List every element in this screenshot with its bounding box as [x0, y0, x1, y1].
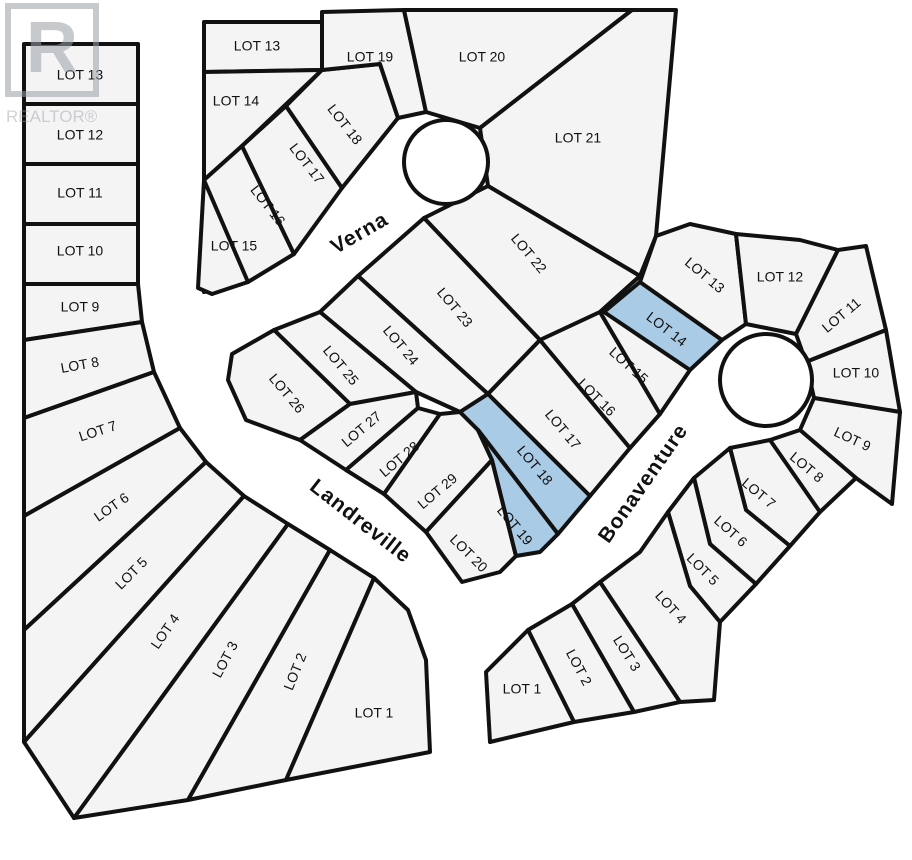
west-lot-12-label: LOT 12: [57, 127, 104, 143]
west-lot-9-label: LOT 9: [61, 299, 100, 315]
west-lot-13-label: LOT 13: [57, 67, 104, 83]
east-lot-10-label: LOT 10: [833, 365, 880, 381]
roads: [402, 118, 814, 428]
west-lot-11-label: LOT 11: [57, 185, 103, 201]
west-lot-1[interactable]: [284, 576, 432, 782]
center-lot-18-highlight[interactable]: [458, 392, 592, 536]
street-name-verna: Verna: [327, 208, 392, 259]
west-lot-1-label: LOT 1: [355, 705, 394, 721]
east-block: LOT 13 LOT 12 LOT 11 LOT 10 LOT 9 LOT 8 …: [484, 222, 902, 744]
east-lot-1-label: LOT 1: [503, 681, 542, 697]
west-lot-10-label: LOT 10: [57, 243, 104, 259]
east-lot-12-label: LOT 12: [757, 269, 804, 285]
west-block: LOT 13 LOT 12 LOT 11 LOT 10 LOT 9 LOT 8 …: [22, 42, 432, 820]
verna-lot-19-label: LOT 19: [347, 49, 394, 65]
watermark-text: REALTOR®: [6, 107, 98, 126]
east-lot-4[interactable]: [598, 510, 722, 704]
center-block: LOT 22 LOT 23 LOT 24 LOT 25 LOT 26 LOT 2…: [226, 184, 724, 584]
realtor-r-logo-icon: [5, 3, 99, 97]
center-lot-27[interactable]: [298, 390, 420, 472]
verna-lot-14-label: LOT 14: [213, 93, 260, 109]
west-lot-8-label: LOT 8: [59, 353, 100, 376]
center-lot-19-highlight[interactable]: [476, 428, 560, 558]
east-lot-9[interactable]: [798, 396, 902, 506]
verna-cul-de-sac: [402, 118, 490, 206]
realtor-r-logo-letter: R: [26, 8, 78, 88]
verna-lot-13-label: LOT 13: [234, 38, 281, 54]
watermark: R REALTOR®: [5, 3, 99, 126]
verna-lot-15-label: LOT 15: [211, 238, 258, 254]
bonaventure-cul-de-sac: [718, 332, 814, 428]
verna-lot-21-label: LOT 21: [555, 130, 602, 146]
center-lot-20[interactable]: [424, 458, 518, 584]
east-lot-1[interactable]: [484, 628, 576, 744]
verna-lot-20-label: LOT 20: [459, 49, 506, 65]
verna-lot-15: [196, 178, 250, 296]
